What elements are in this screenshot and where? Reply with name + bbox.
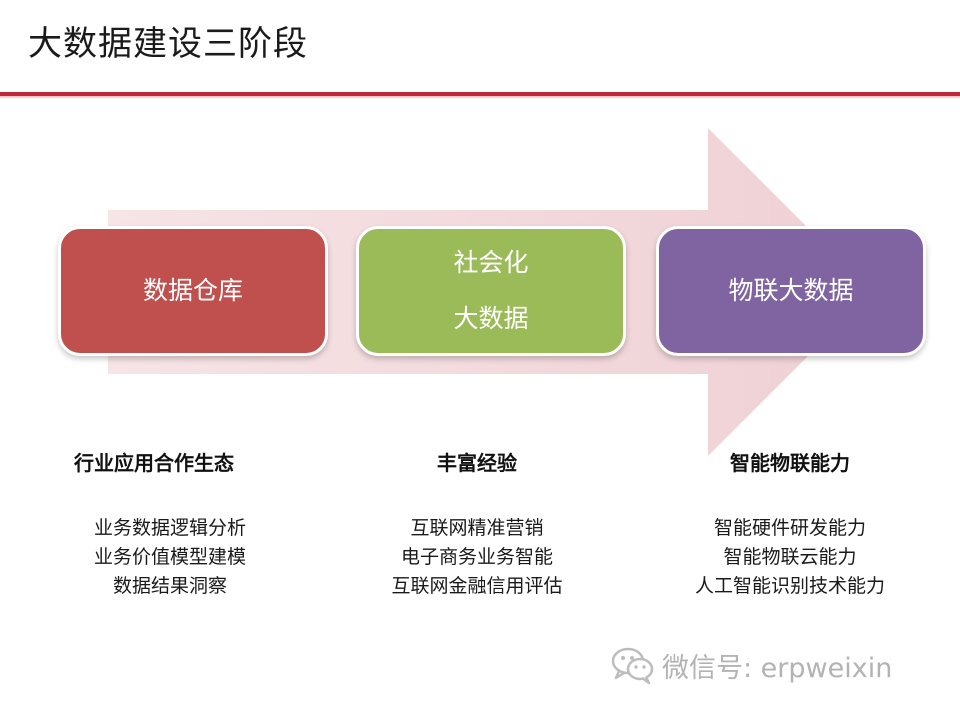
watermark-text: 微信号: erpweixin (662, 652, 893, 684)
column-items: 业务数据逻辑分析 业务价值模型建模 数据结果洞察 (20, 514, 320, 601)
list-item: 业务价值模型建模 (93, 546, 246, 568)
stage-iot-big-data: 物联大数据 (656, 226, 926, 356)
column-items: 互联网精准营销 电子商务业务智能 互联网金融信用评估 (327, 514, 627, 601)
list-item: 电子商务业务智能 (400, 546, 553, 568)
column-heading: 智能物联能力 (730, 451, 850, 475)
list-item: 智能硬件研发能力 (713, 517, 866, 539)
wechat-icon (611, 647, 654, 685)
column-iot-capability: 智能物联能力 智能硬件研发能力 智能物联云能力 人工智能识别技术能力 (640, 448, 940, 601)
stage-label: 物联大数据 (728, 276, 854, 305)
title-divider-shadow (0, 96, 960, 99)
list-item: 互联网精准营销 (410, 517, 544, 539)
stage-label: 数据仓库 (142, 276, 243, 305)
stage-social-big-data: 社会化 大数据 (356, 226, 626, 356)
list-item: 人工智能识别技术能力 (694, 575, 885, 597)
column-industry-ecosystem: 行业应用合作生态 业务数据逻辑分析 业务价值模型建模 数据结果洞察 (20, 448, 320, 601)
page-title: 大数据建设三阶段 (28, 24, 308, 64)
stage-label-line-1: 社会化 (453, 248, 529, 277)
list-item: 互联网金融信用评估 (391, 575, 563, 597)
list-item: 业务数据逻辑分析 (93, 517, 246, 539)
list-item: 智能物联云能力 (723, 546, 857, 568)
stage-label-line-2: 大数据 (453, 304, 529, 333)
watermark: 微信号: erpweixin (610, 645, 892, 685)
list-item: 数据结果洞察 (112, 575, 227, 597)
stage-data-warehouse: 数据仓库 (58, 226, 328, 356)
column-heading: 丰富经验 (437, 451, 517, 475)
column-items: 智能硬件研发能力 智能物联云能力 人工智能识别技术能力 (640, 514, 940, 601)
title-divider (0, 92, 960, 96)
column-heading: 行业应用合作生态 (74, 451, 234, 475)
column-rich-experience: 丰富经验 互联网精准营销 电子商务业务智能 互联网金融信用评估 (327, 448, 627, 601)
